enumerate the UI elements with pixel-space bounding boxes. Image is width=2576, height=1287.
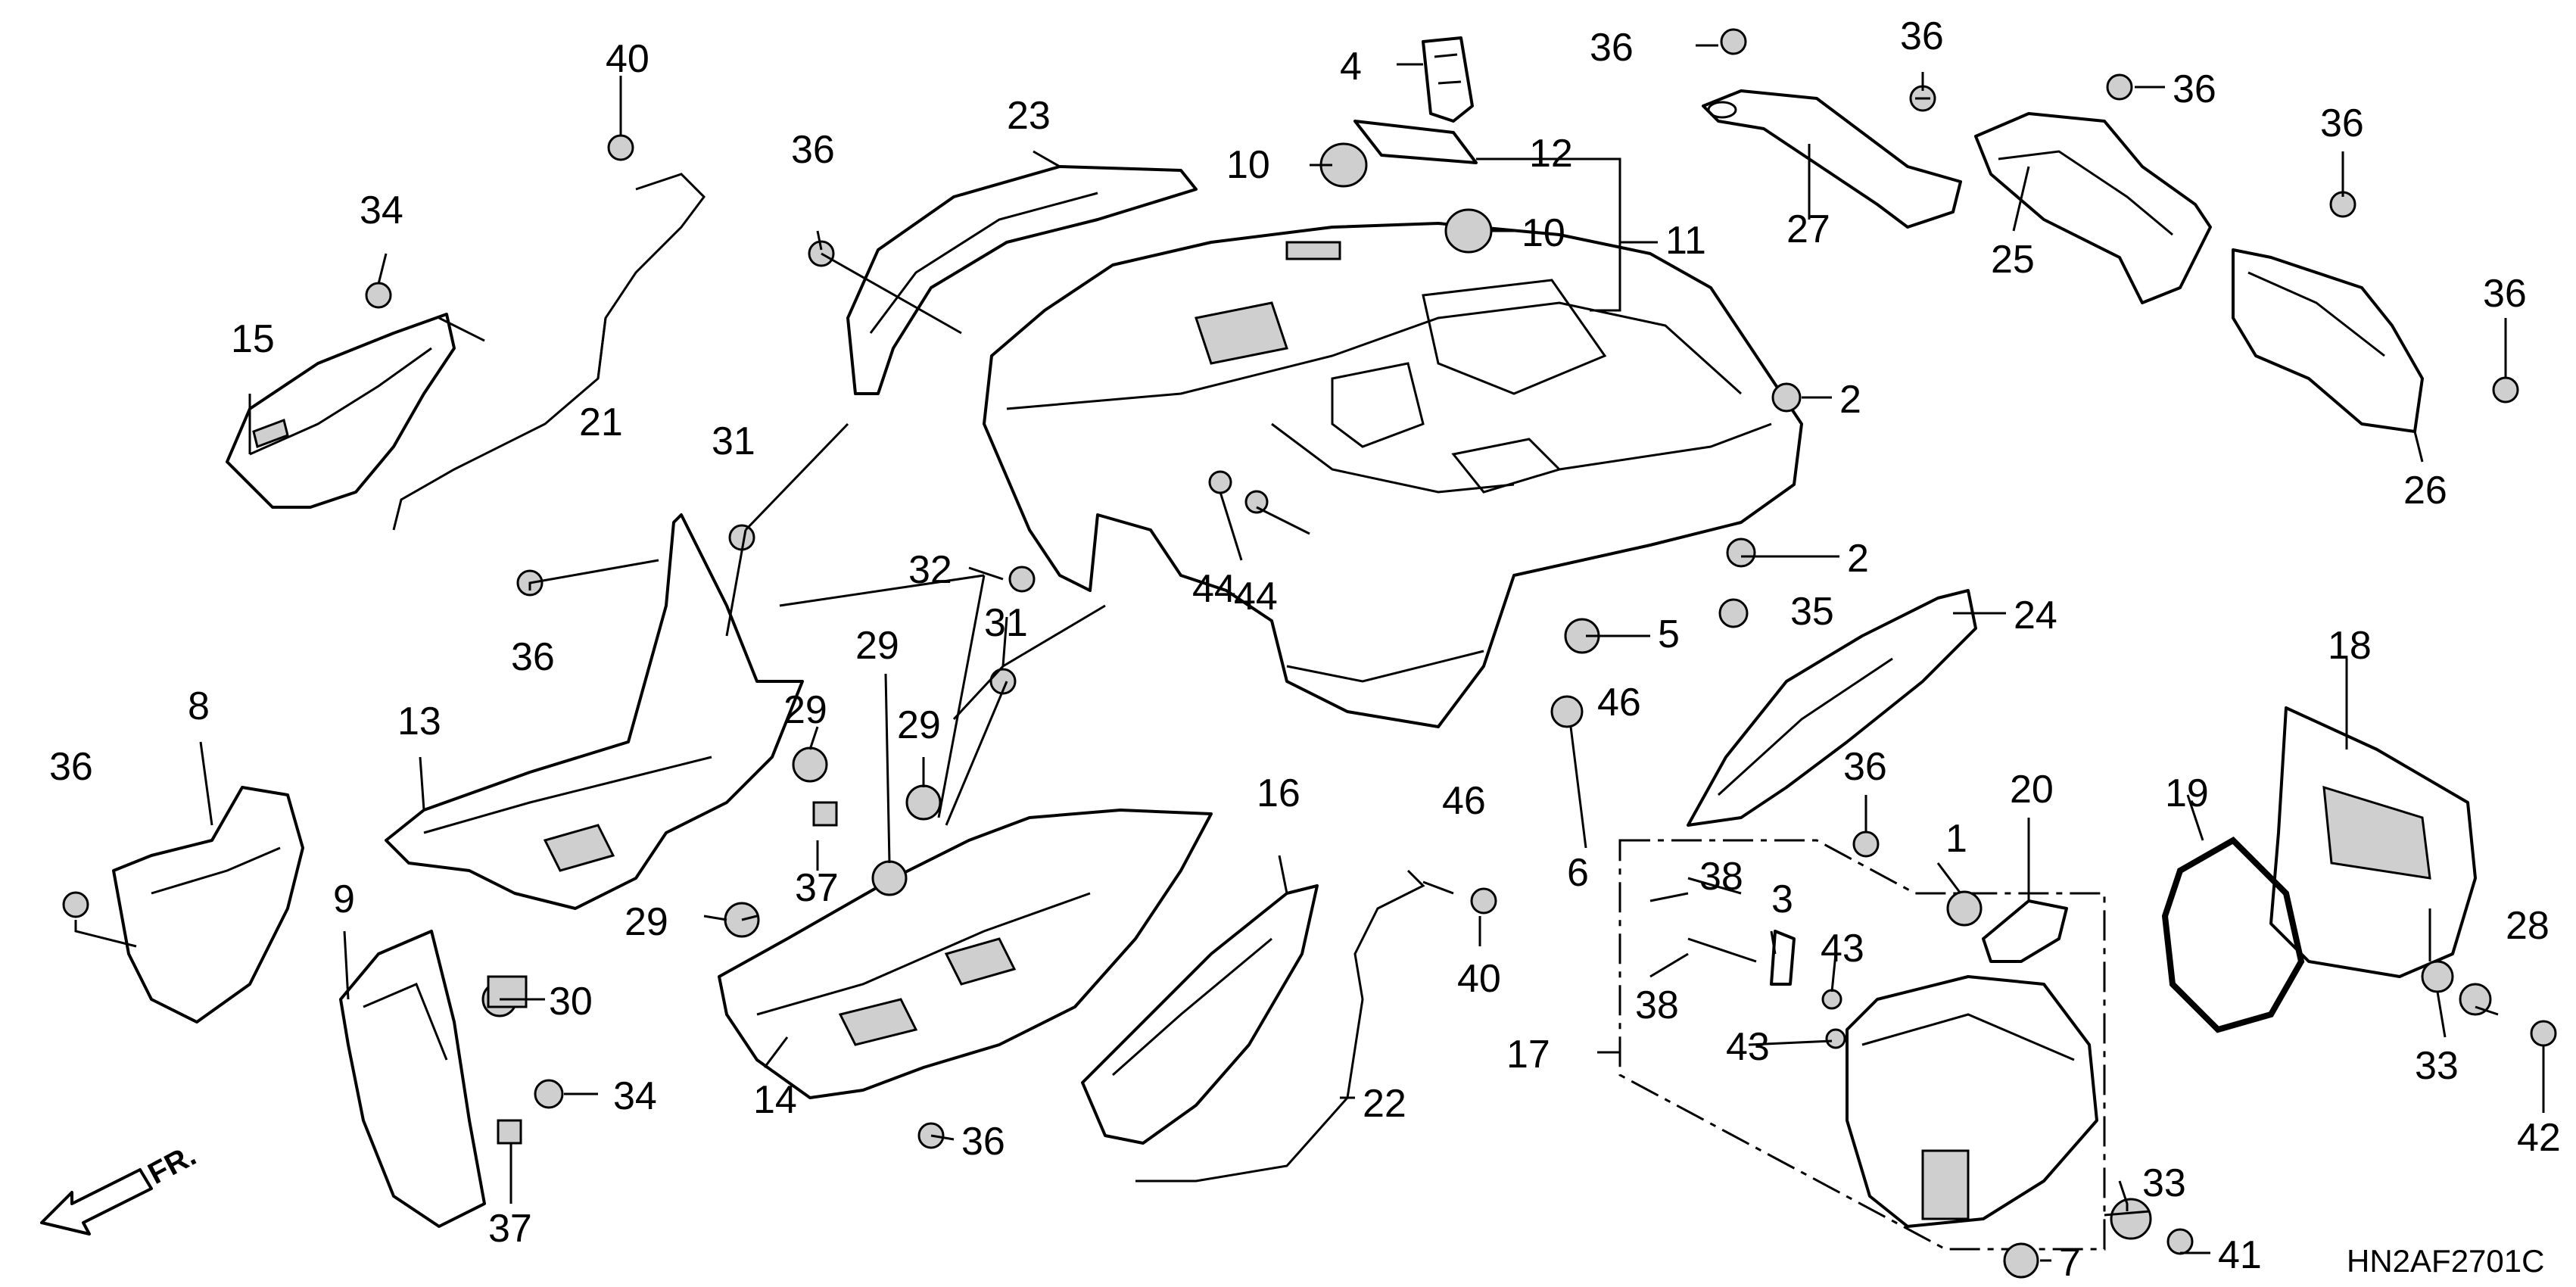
callout-19: 19: [2165, 771, 2209, 815]
part-13-drawing: [385, 513, 804, 910]
front-direction-label: FR.: [143, 1139, 202, 1191]
callout-26: 26: [2403, 469, 2447, 513]
part-8-drawing: [112, 786, 304, 1024]
part-4-drawing: [1422, 36, 1474, 123]
callout-36: 36: [2483, 272, 2527, 316]
callout-36: 36: [791, 128, 835, 172]
callout-30: 30: [549, 980, 593, 1024]
callout-43: 43: [1726, 1025, 1770, 1069]
callout-36: 36: [511, 635, 555, 679]
callout-31: 31: [712, 419, 755, 463]
part-17-drawing: [1618, 839, 2106, 1251]
callout-14: 14: [753, 1078, 797, 1122]
callout-36: 36: [2320, 101, 2364, 145]
callout-21: 21: [579, 400, 623, 444]
part-12-drawing: [1353, 120, 1478, 164]
part-26-drawing: [2232, 248, 2424, 433]
callout-40: 40: [1457, 957, 1501, 1001]
callout-41: 41: [2218, 1233, 2262, 1277]
callout-27: 27: [1786, 207, 1830, 251]
callout-17: 17: [1506, 1033, 1550, 1077]
callout-44: 44: [1192, 567, 1236, 611]
part-19-drawing: [2161, 837, 2305, 1033]
part-23-drawing: [846, 165, 1198, 395]
callout-29: 29: [625, 900, 668, 944]
callout-38: 38: [1635, 983, 1679, 1027]
callout-43: 43: [1821, 927, 1864, 971]
callout-labels: 1 2 2 3 4 5 6 7 8 9 10 10 11 12 13 14 15…: [49, 14, 2561, 1285]
part-22-drawing: [1135, 869, 1425, 1183]
callout-28: 28: [2506, 904, 2550, 948]
part-9-drawing: [339, 930, 486, 1228]
part-15-drawing: [226, 313, 456, 509]
callout-36: 36: [961, 1120, 1005, 1164]
callout-46: 46: [1597, 681, 1641, 725]
callout-5: 5: [1658, 612, 1680, 656]
callout-2: 2: [1847, 537, 1869, 581]
callout-34: 34: [613, 1074, 657, 1118]
callout-11: 11: [1665, 219, 1706, 263]
callout-1: 1: [1945, 817, 1967, 861]
callout-35: 35: [1790, 590, 1834, 634]
part-27-drawing: [1702, 89, 1962, 229]
callout-25: 25: [1991, 238, 2035, 282]
callout-13: 13: [397, 700, 441, 743]
callout-7: 7: [2059, 1241, 2081, 1285]
callout-3: 3: [1771, 877, 1793, 921]
callout-29: 29: [855, 624, 899, 668]
callout-16: 16: [1257, 771, 1300, 815]
callout-33: 33: [2415, 1044, 2459, 1088]
callout-38: 38: [1699, 855, 1743, 899]
callout-9: 9: [333, 877, 355, 921]
callout-24: 24: [2014, 594, 2057, 637]
callout-10: 10: [1226, 143, 1270, 187]
part-20-drawing: [1982, 899, 2068, 963]
callout-36: 36: [49, 745, 93, 789]
callout-4: 4: [1340, 45, 1362, 89]
callout-31: 31: [984, 601, 1028, 645]
callout-42: 42: [2517, 1116, 2561, 1160]
part-10-drawing: [1319, 142, 1493, 254]
part-18-drawing: [2269, 706, 2477, 978]
rear-fender-drawing: [983, 222, 1803, 728]
callout-36: 36: [2173, 67, 2216, 111]
callout-37: 37: [795, 866, 839, 910]
callout-10: 10: [1522, 211, 1565, 255]
callout-6: 6: [1567, 851, 1589, 895]
callout-18: 18: [2328, 624, 2372, 668]
leader-lines: [74, 44, 2545, 1262]
part-24-drawing: [1687, 589, 1977, 827]
callout-23: 23: [1007, 94, 1051, 138]
callout-2: 2: [1839, 378, 1861, 422]
drawing-code: HN2AF2701C: [2347, 1243, 2544, 1279]
callout-20: 20: [2010, 768, 2054, 812]
front-direction-arrow: [40, 1168, 153, 1236]
callout-36: 36: [1590, 26, 1634, 70]
part-16-drawing: [1081, 884, 1319, 1145]
callout-36: 36: [1843, 745, 1887, 789]
callout-34: 34: [360, 189, 403, 232]
callout-29: 29: [897, 703, 941, 747]
callout-15: 15: [231, 317, 275, 361]
callout-32: 32: [908, 548, 952, 592]
callout-36: 36: [1900, 14, 1944, 58]
callout-46: 46: [1442, 779, 1486, 823]
callout-33: 33: [2142, 1161, 2186, 1205]
part-25-drawing: [1974, 112, 2212, 304]
callout-44: 44: [1234, 575, 1278, 619]
callout-8: 8: [188, 684, 210, 728]
callout-22: 22: [1363, 1082, 1406, 1126]
callout-37: 37: [488, 1207, 532, 1251]
callout-40: 40: [606, 37, 649, 81]
part-14-drawing: [718, 809, 1213, 1099]
callout-12: 12: [1529, 132, 1573, 176]
callout-29: 29: [783, 688, 827, 732]
